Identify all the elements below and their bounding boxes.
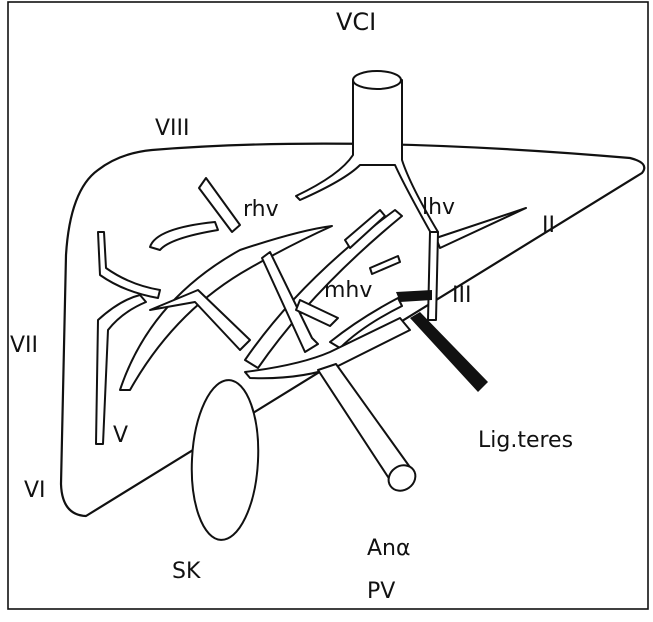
label-lig-teres: Lig.teres	[478, 428, 573, 453]
label-pv: PV	[367, 579, 395, 604]
label-segment-v: V	[113, 423, 128, 448]
vena-cava	[296, 71, 438, 235]
gallbladder	[188, 378, 262, 541]
label-segment-ii: II	[542, 213, 555, 238]
label-segment-viii: VIII	[155, 116, 190, 141]
label-ana: Anα	[367, 536, 411, 561]
label-mhv: mhv	[324, 278, 372, 303]
label-vci: VCI	[336, 8, 376, 36]
label-sk: SK	[172, 559, 201, 584]
left-hepatic-vein	[428, 208, 526, 320]
figure-frame	[8, 2, 648, 609]
label-lhv: lhv	[422, 195, 455, 220]
label-segment-vii: VII	[10, 333, 38, 358]
label-rhv: rhv	[243, 197, 279, 222]
lig-teres-marker	[396, 290, 488, 392]
label-segment-vi: VI	[24, 478, 46, 503]
label-segment-iii: III	[452, 283, 471, 308]
